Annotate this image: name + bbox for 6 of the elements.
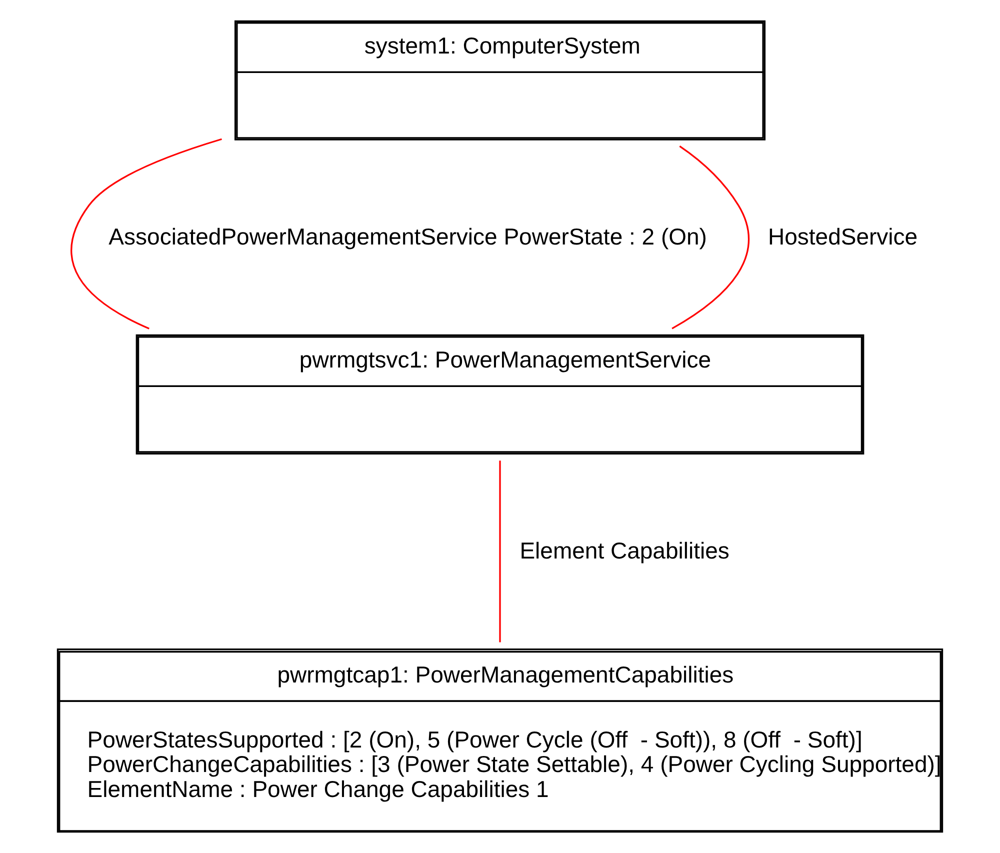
- edge-label: HostedService: [768, 223, 918, 250]
- edge-label: AssociatedPowerManagementService PowerState : 2 (On): [108, 223, 707, 250]
- connector: [672, 146, 750, 330]
- edge-label: Element Capabilities: [520, 537, 730, 564]
- connector: [499, 460, 501, 642]
- connector: [70, 138, 222, 330]
